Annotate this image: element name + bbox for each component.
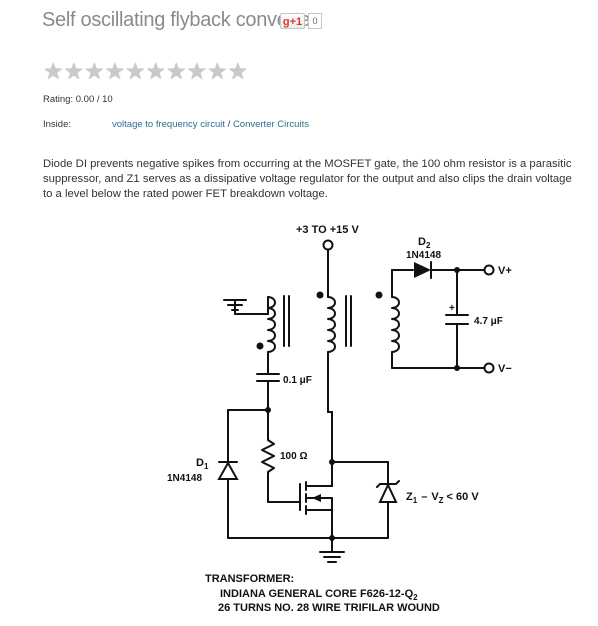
diode-d1-triangle <box>217 460 239 480</box>
terminal-vplus <box>483 264 495 276</box>
cap-out-plus: + <box>449 303 455 314</box>
d1-name: D <box>196 457 204 469</box>
link-voltage-to-frequency[interactable]: voltage to frequency circuit <box>112 119 226 130</box>
rating-star-icon[interactable]: ★ <box>104 58 126 84</box>
rating-star-icon[interactable]: ★ <box>186 58 208 84</box>
description-text: Diode DI prevents negative spikes from o… <box>43 158 572 200</box>
zener-z1-triangle <box>378 482 398 503</box>
junction-dot <box>329 459 335 465</box>
circuit-schematic: +3 TO +15 V D2 1N4148 V+ V− + 4.7 μF 0.1… <box>167 224 512 614</box>
terminal-supply <box>322 239 334 251</box>
rating-star-icon[interactable]: ★ <box>125 58 146 84</box>
winding-center <box>327 296 336 353</box>
gplus-widget[interactable]: g+1 0 <box>280 13 322 29</box>
winding-secondary <box>391 296 400 353</box>
junction-dot <box>265 407 271 413</box>
vminus-label: V− <box>498 363 512 375</box>
svg-text:D1: D1 <box>196 457 209 471</box>
junction-dot <box>454 267 460 273</box>
vz-rest: < 60 V <box>447 491 480 503</box>
transformer-heading: TRANSFORMER: <box>205 573 294 585</box>
cap-out-label: 4.7 μF <box>474 316 503 327</box>
diode-d2-triangle <box>414 262 431 278</box>
supply-label: +3 TO +15 V <box>296 224 359 236</box>
rating-star-icon[interactable]: ★ <box>84 58 105 84</box>
terminal-vminus <box>483 362 495 374</box>
transformer-core-spec: INDIANA GENERAL CORE F626-12-Q <box>220 588 414 600</box>
junction-dot <box>329 535 335 541</box>
rating-stars[interactable]: ★ ★ ★ ★ ★ ★ ★ ★ ★ ★ <box>43 58 249 84</box>
z1-dash: – <box>421 491 427 503</box>
mosfet-arrow <box>312 494 321 502</box>
link-converter-circuits[interactable]: Converter Circuits <box>232 119 309 130</box>
gplus-count: 0 <box>308 13 322 29</box>
vz-v: V <box>431 491 439 503</box>
page-title: Self oscillating flyback converter <box>42 9 317 31</box>
svg-text:INDIANA GENERAL CORE F626-12-Q: INDIANA GENERAL CORE F626-12-Q2 <box>220 588 418 602</box>
rating-star-icon[interactable]: ★ <box>207 58 228 84</box>
rating-star-icon[interactable]: ★ <box>166 58 187 84</box>
vz-sub: Z <box>439 496 444 505</box>
d1-part: 1N4148 <box>167 473 202 484</box>
vplus-label: V+ <box>498 265 512 277</box>
inside-label: Inside: <box>43 119 71 130</box>
rating-star-icon[interactable]: ★ <box>227 58 249 84</box>
d2-part: 1N4148 <box>406 250 441 261</box>
google-plus-one-icon[interactable]: g+1 <box>280 13 305 29</box>
polarity-dot <box>256 342 264 350</box>
d2-name: D <box>418 236 426 248</box>
polarity-dot <box>316 291 324 299</box>
winding-left <box>267 296 276 353</box>
rating-text: Rating: 0.00 / 10 <box>43 94 113 105</box>
d1-sub: 1 <box>204 462 209 471</box>
link-separator: / <box>227 119 231 130</box>
transformer-winding-spec: 26 TURNS NO. 28 WIRE TRIFILAR WOUND <box>218 602 440 614</box>
resistor-zigzag <box>261 439 275 473</box>
rating-star-icon[interactable]: ★ <box>43 58 64 84</box>
inside-links: voltage to frequency circuit / Converter… <box>112 119 309 130</box>
resistor-label: 100 Ω <box>280 451 307 462</box>
cap-in-label: 0.1 μF <box>283 375 312 386</box>
transformer-core-sub: 2 <box>413 593 418 602</box>
svg-text:D2: D2 <box>418 236 431 250</box>
rating-star-icon[interactable]: ★ <box>145 58 167 84</box>
rating-star-icon[interactable]: ★ <box>63 58 85 84</box>
junction-dot <box>454 365 460 371</box>
svg-text:Z1–VZ< 60 V: Z1–VZ< 60 V <box>406 491 479 505</box>
polarity-dot <box>375 291 383 299</box>
d2-sub: 2 <box>426 241 431 250</box>
z1-name: Z <box>406 491 413 503</box>
z1-sub: 1 <box>413 496 418 505</box>
